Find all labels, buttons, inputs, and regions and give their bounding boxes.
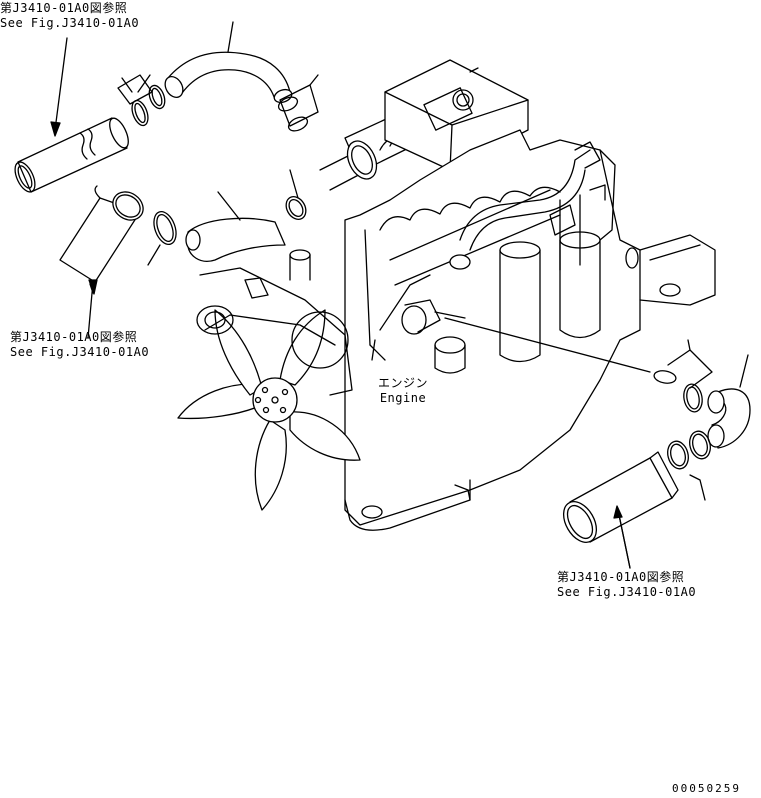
reference-jp: 第J3410-01A0図参照 <box>10 330 138 344</box>
top-bent-hose <box>164 21 293 104</box>
reference-en: See Fig.J3410-01A0 <box>557 585 697 599</box>
reference-en: See Fig.J3410-01A0 <box>0 16 140 30</box>
reference-label-bottom-right: 第J3410-01A0図参照 See Fig.J3410-01A0 <box>557 570 696 600</box>
top-right-clamps <box>277 74 319 132</box>
reference-label-mid-left: 第J3410-01A0図参照 See Fig.J3410-01A0 <box>10 330 149 360</box>
ref-arrows <box>50 37 631 569</box>
reference-label-top-left: 第J3410-01A0図参照 See Fig.J3410-01A0 <box>0 1 139 31</box>
engine-block <box>319 59 716 531</box>
engine-label-en: Engine <box>379 391 427 405</box>
bottom-right-clamps-2 <box>667 430 711 501</box>
mid-bent-hose <box>185 191 286 262</box>
clamp-leader <box>121 74 151 93</box>
engine-label-jp: エンジン <box>378 376 429 390</box>
clamp-bracket <box>117 74 153 105</box>
top-left-pipe <box>14 117 129 193</box>
bottom-right-elbow <box>707 354 751 449</box>
bottom-right-clamps <box>653 339 713 413</box>
fan-belt-pulley <box>196 249 353 396</box>
reference-en: See Fig.J3410-01A0 <box>10 345 150 359</box>
cooling-fan <box>177 309 361 511</box>
mid-left-pipe <box>59 185 144 294</box>
mid-left-clamp <box>147 211 177 266</box>
figure-number: 00050259 <box>672 782 741 795</box>
top-left-clamp-2 <box>148 84 166 110</box>
reference-jp: 第J3410-01A0図参照 <box>557 570 685 584</box>
engine-label: エンジン Engine <box>378 376 428 406</box>
mid-clamp-2 <box>285 169 307 220</box>
reference-jp: 第J3410-01A0図参照 <box>0 1 128 15</box>
